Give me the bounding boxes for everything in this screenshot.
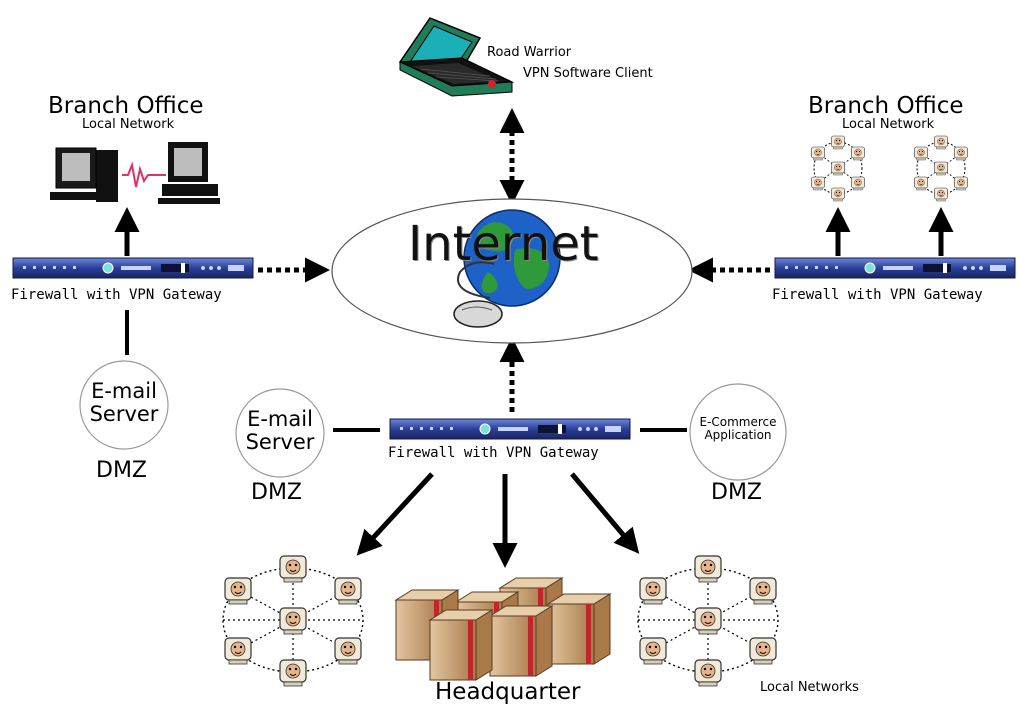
email-server-left-line2: Server <box>89 402 159 427</box>
hq-local-network-right <box>638 556 778 686</box>
desktop-pc-icon <box>158 142 220 204</box>
branch-right-cluster-2 <box>915 136 968 201</box>
email-server-hq-label: E-mail Server <box>240 407 320 455</box>
branch-right-cluster-1 <box>812 136 865 201</box>
firewall-left-label: Firewall with VPN Gateway <box>11 287 222 303</box>
ecommerce-circle <box>689 383 787 481</box>
email-server-left-label: E-mail Server <box>84 379 164 427</box>
dmz-hq-left-label: DMZ <box>251 480 302 505</box>
branch-left-subtitle: Local Network <box>82 117 175 132</box>
headquarter-title: Headquarter <box>435 679 581 705</box>
laptop-icon <box>398 17 515 97</box>
email-server-left-line1: E-mail <box>91 379 157 403</box>
local-networks-label: Local Networks <box>760 680 859 695</box>
arrow-hq-to-right-lan <box>570 472 640 554</box>
connector-arrows <box>114 108 954 568</box>
hq-local-network-left <box>223 556 363 686</box>
firewall-hq-label: Firewall with VPN Gateway <box>388 445 599 461</box>
branch-right-title: Branch Office <box>808 93 964 119</box>
mouse-icon <box>453 261 503 328</box>
branch-left-title: Branch Office <box>48 93 204 119</box>
firewall-hq <box>389 418 631 440</box>
ecommerce-line1: E-Commerce <box>699 415 777 429</box>
email-server-hq-line2: Server <box>245 430 315 455</box>
email-server-circle-left <box>79 360 169 450</box>
server-farm-icon <box>395 577 611 681</box>
internet-cloud <box>331 198 693 344</box>
email-server-circle-hq <box>235 388 325 478</box>
globe-icon <box>463 209 561 307</box>
firewall-right <box>774 257 1016 279</box>
signal-wave <box>122 161 166 188</box>
ecommerce-label: E-Commerce Application <box>688 415 788 443</box>
branch-right-subtitle: Local Network <box>842 117 935 132</box>
tower-pc-icon <box>50 147 118 202</box>
road-warrior-label: Road Warrior <box>487 45 572 60</box>
ecommerce-line2: Application <box>704 428 772 443</box>
internet-label: Internet <box>408 216 599 272</box>
email-server-hq-line1: E-mail <box>247 407 313 431</box>
dmz-hq-right-label: DMZ <box>711 480 762 505</box>
firewall-right-label: Firewall with VPN Gateway <box>772 287 983 303</box>
arrow-hq-to-left-lan <box>356 472 434 556</box>
firewall-left <box>12 257 254 279</box>
vpn-client-label: VPN Software Client <box>523 66 653 81</box>
branch-left-lan <box>50 142 220 204</box>
dmz-left-label: DMZ <box>96 458 147 483</box>
